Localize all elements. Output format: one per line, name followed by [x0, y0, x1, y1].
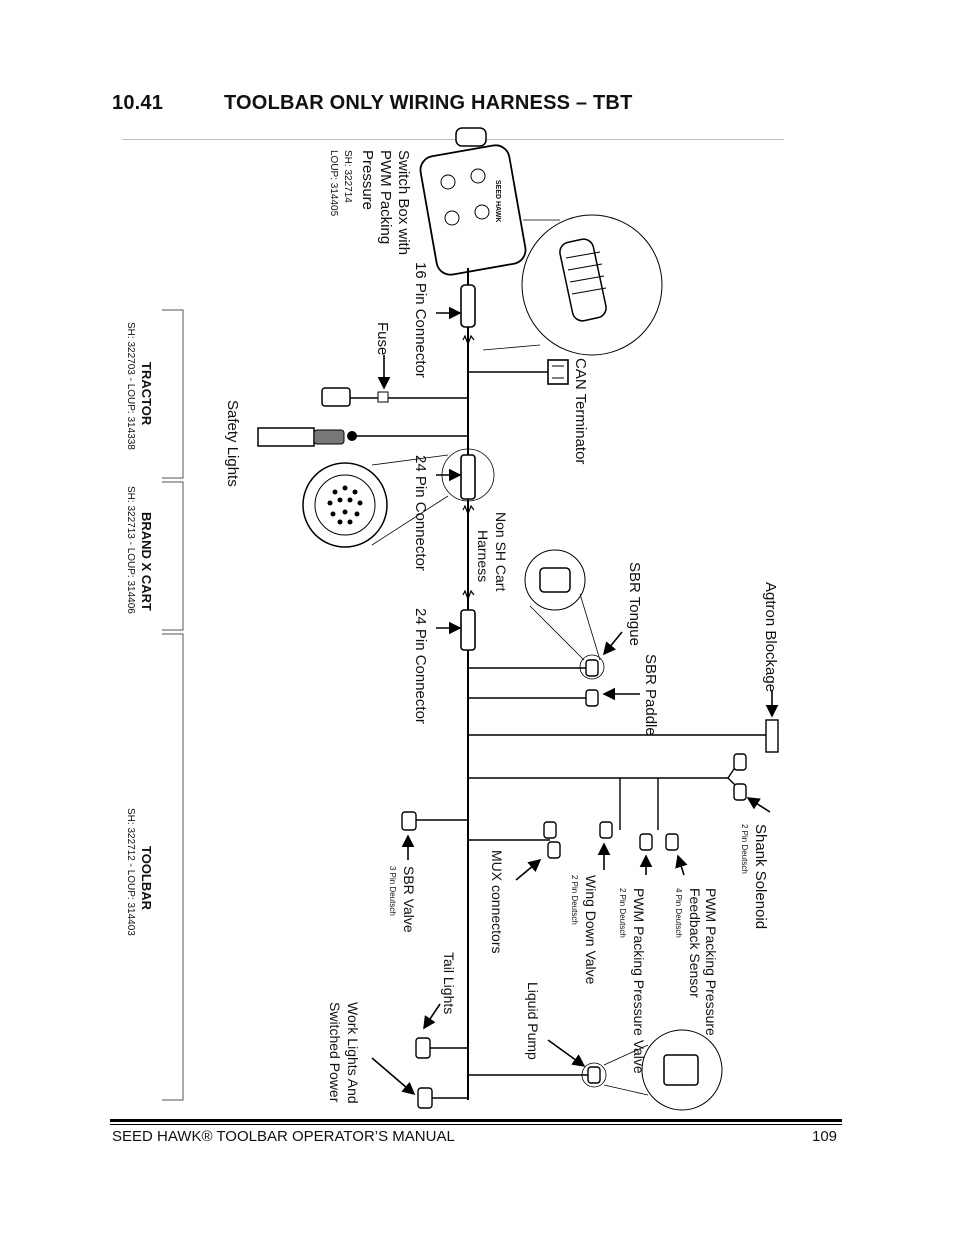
connector-16pin	[460, 284, 476, 328]
agtron-blockage-connector	[765, 719, 779, 753]
fuse	[377, 391, 389, 403]
label-pwm-valve-sub: 2 Pin Deutsch	[618, 888, 627, 938]
switch-box-sh: SH: 322714	[342, 150, 353, 203]
footer-page-number: 109	[812, 1128, 838, 1145]
label-fuse: Fuse	[374, 322, 391, 355]
connector-24pin-a	[460, 454, 476, 500]
switch-box-loup: LOUP: 314405	[328, 150, 339, 217]
wing-down-valve-connector	[599, 821, 613, 839]
label-16-pin-connector: 16 Pin Connector	[412, 262, 429, 378]
switch-box: SEED HAWK	[419, 127, 527, 276]
label-safety-lights: Safety Lights	[224, 400, 241, 487]
shank-solenoid-connector-a	[733, 753, 747, 771]
label-24-pin-connector-a: 24 Pin Connector	[412, 455, 429, 571]
label-shank-solenoid-sub: 2 Pin Deutsch	[740, 824, 749, 874]
label-sbr-valve-sub: 3 Pin Deutsch	[388, 866, 397, 916]
label-sbr-paddle: SBR Paddle	[642, 654, 659, 736]
label-pwm-feedback-1: PWM Packing Pressure	[703, 888, 719, 1036]
label-liquid-pump: Liquid Pump	[525, 982, 541, 1060]
label-tail-lights: Tail Lights	[441, 952, 457, 1014]
section-brackets	[162, 309, 184, 1101]
connector-24pin-b	[460, 609, 476, 651]
label-pwm-valve: PWM Packing Pressure Valve	[631, 888, 647, 1074]
section-toolbar-part: SH: 322712 - LOUP: 314403	[125, 808, 136, 936]
diagram-top-rule	[122, 139, 784, 140]
label-mux-connectors: MUX connectors	[489, 850, 505, 953]
switch-box-brand: SEED HAWK	[494, 180, 501, 222]
footer-rule-thin	[110, 1124, 842, 1125]
label-pwm-feedback-sub: 4 Pin Deutsch	[674, 888, 683, 938]
shank-solenoid-connector-b	[733, 783, 747, 801]
label-sbr-tongue: SBR Tongue	[626, 562, 643, 646]
liquid-pump-connector	[587, 1066, 601, 1084]
section-brand-x-cart-name: BRAND X CART	[139, 512, 154, 611]
sbr-paddle-connector	[585, 689, 599, 707]
section-title: TOOLBAR ONLY WIRING HARNESS – TBT	[224, 92, 633, 114]
sbr-tongue-connector	[585, 659, 599, 677]
switch-box-label-1: Switch Box with	[395, 150, 412, 255]
section-tractor-part: SH: 322703 - LOUP: 314338	[125, 322, 136, 450]
section-heading: 10.41 TOOLBAR ONLY WIRING HARNESS – TBT	[112, 92, 633, 115]
label-work-lights-1: Work Lights And	[345, 1002, 361, 1104]
safety-lights-plug	[257, 427, 315, 447]
footer-rule	[110, 1119, 842, 1122]
label-can-terminator: CAN Terminator	[572, 358, 589, 464]
work-lights-connector	[417, 1087, 433, 1109]
section-tractor-name: TRACTOR	[139, 362, 154, 426]
label-wing-down-valve-sub: 2 Pin Deutsch	[570, 875, 579, 925]
switch-box-label-3: Pressure	[359, 150, 376, 210]
section-number: 10.41	[112, 92, 164, 114]
pwm-valve-connector	[639, 833, 653, 851]
mux-connector-b	[547, 841, 561, 859]
section-toolbar-name: TOOLBAR	[139, 846, 154, 911]
label-24-pin-connector-b: 24 Pin Connector	[412, 608, 429, 724]
label-work-lights-2: Switched Power	[327, 1002, 343, 1103]
section-brand-x-cart-part: SH: 322713 - LOUP: 314406	[125, 486, 136, 614]
tail-lights-connector	[415, 1037, 431, 1059]
label-non-sh-cart-2: Harness	[475, 530, 491, 582]
label-agtron-blockage: Agtron Blockage	[762, 582, 779, 692]
label-shank-solenoid: Shank Solenoid	[752, 824, 769, 929]
label-non-sh-cart-1: Non SH Cart	[493, 512, 509, 591]
label-sbr-valve: SBR Valve	[401, 866, 417, 933]
mux-connector-a	[543, 821, 557, 839]
footer-manual-title: SEED HAWK® TOOLBAR OPERATOR’S MANUAL	[112, 1128, 455, 1145]
pwm-feedback-connector	[665, 833, 679, 851]
can-terminator	[547, 359, 569, 385]
label-wing-down-valve: Wing Down Valve	[583, 875, 599, 985]
label-pwm-feedback-2: Feedback Sensor	[687, 888, 703, 998]
switch-box-label-2: PWM Packing	[377, 150, 394, 244]
sbr-valve-connector	[401, 811, 417, 831]
